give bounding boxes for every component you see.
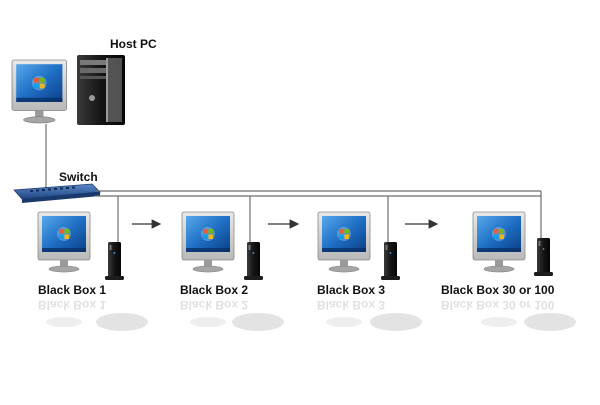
black-box-n-label-reflection: Black Box 30 or 100	[441, 298, 555, 312]
host-pc-monitor-icon	[11, 59, 68, 124]
black-box-1-label-reflection: Black Box 1	[38, 298, 107, 312]
floor-reflection	[46, 313, 576, 331]
black-box-2-node	[181, 211, 263, 280]
host-pc-label: Host PC	[110, 37, 157, 51]
backbone-lines	[95, 190, 542, 244]
black-box-1-label: Black Box 1	[38, 283, 107, 297]
pc-tower-icon	[77, 55, 125, 125]
mini-pc-icon	[381, 242, 400, 280]
mini-pc-icon	[105, 242, 124, 280]
black-box-3-label: Black Box 3	[317, 283, 386, 297]
black-box-1-node	[37, 211, 124, 280]
switch-label: Switch	[59, 170, 98, 184]
monitor-icon	[472, 211, 526, 273]
mini-pc-icon	[244, 242, 263, 280]
black-box-2-label: Black Box 2	[180, 283, 249, 297]
black-box-2-label-reflection: Black Box 2	[180, 298, 249, 312]
monitor-icon	[181, 211, 235, 273]
monitor-icon	[37, 211, 91, 273]
monitor-icon	[317, 211, 371, 273]
black-box-3-label-reflection: Black Box 3	[317, 298, 386, 312]
mini-pc-icon	[534, 238, 553, 276]
black-box-n-label: Black Box 30 or 100	[441, 283, 555, 297]
network-switch-icon	[13, 183, 101, 203]
